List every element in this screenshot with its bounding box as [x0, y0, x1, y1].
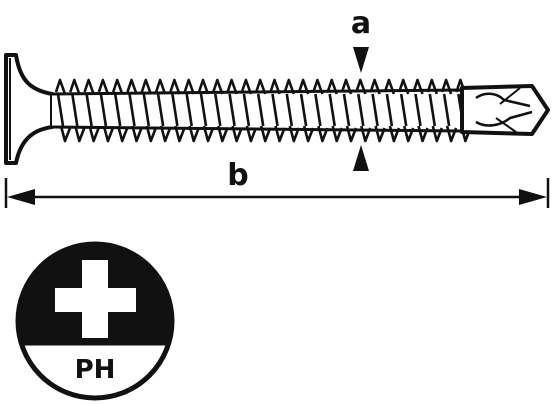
thread-crest [269, 78, 286, 143]
thread-crest [111, 78, 129, 143]
thread-crest [369, 78, 386, 143]
dimension-b-label: b [227, 158, 248, 193]
thread-crest [355, 78, 372, 143]
phillips-cross-icon [55, 260, 136, 338]
thread-crest [97, 78, 115, 143]
drive-badge: PH [15, 241, 175, 401]
thread-crest [69, 78, 86, 143]
screw [4, 53, 550, 165]
dimension-a: a [351, 6, 371, 171]
dimension-b-arrow-right-icon [519, 189, 547, 205]
thread-crest [226, 78, 243, 143]
drive-badge-label: PH [75, 355, 116, 385]
thread-crest [154, 78, 172, 143]
thread-crest [54, 78, 72, 143]
thread-crest [197, 78, 215, 143]
dimension-a-arrow-bottom-icon [353, 145, 369, 171]
thread-crest [426, 78, 444, 143]
thread-crest [83, 78, 100, 143]
thread-crest [254, 78, 272, 143]
screw-head [4, 53, 54, 165]
thread-crest [183, 78, 200, 143]
dimension-a-arrow-top-icon [353, 47, 369, 73]
thread-crest [383, 78, 401, 143]
drive-badge-outline [15, 241, 175, 401]
dimension-b-arrow-left-icon [7, 189, 35, 205]
thread-crest [126, 78, 143, 143]
drill-tip [460, 84, 550, 136]
drill-tip-edge [495, 87, 521, 133]
thread-crest [340, 78, 358, 143]
thread-crest [397, 78, 415, 143]
thread-crest [283, 78, 301, 143]
thread-crest [440, 78, 458, 143]
dimension-a-label: a [351, 6, 371, 41]
thread-crest [297, 78, 315, 143]
thread-crest [312, 78, 329, 143]
thread-crest [212, 78, 229, 143]
thread-crest [412, 78, 429, 143]
screw-threads [54, 78, 472, 143]
thread-crest [240, 78, 258, 143]
thread-crest [140, 78, 158, 143]
dimension-b: b [4, 158, 550, 208]
thread-crest [169, 78, 186, 143]
thread-crest [326, 78, 343, 143]
